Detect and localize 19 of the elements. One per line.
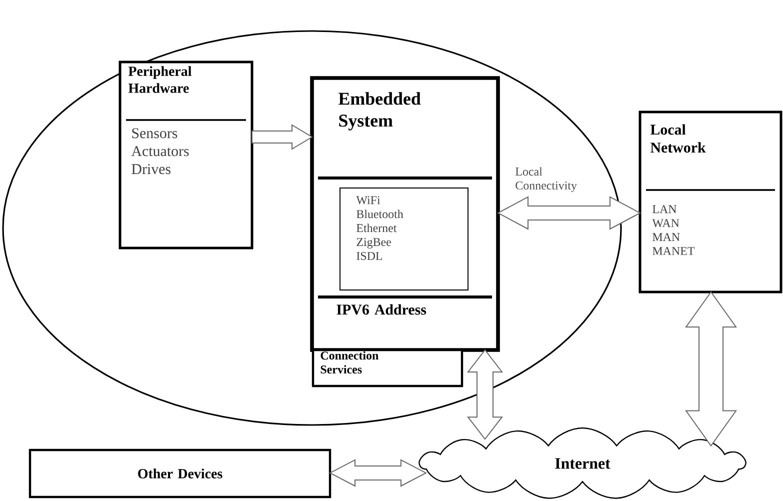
node-label: Embedded System [338,92,421,130]
node-label: Connection Services [320,351,378,374]
node-label: Local Network [650,124,706,153]
node-label: Internet [555,458,610,469]
edge-label: Local Connectivity [516,167,577,192]
node-label: WiFi Bluetooth Ethernet ZigBee ISDL [356,196,404,260]
node-label: Peripheral Hardware [128,66,192,93]
peripheral-box [118,60,254,250]
network-box [638,110,782,294]
device-box [28,448,332,498]
node-label: IPV6 Address [336,304,426,315]
system-ellipse [2,30,622,426]
node-label: Sensors Actuators Drives [131,128,189,174]
protocol-box [340,188,468,290]
node-label: LAN WAN MAN MANET [652,205,694,255]
internet-cloud [418,427,746,499]
block-arrow [252,124,313,150]
node-label: Other Devices [138,468,222,478]
services-box [312,348,464,388]
